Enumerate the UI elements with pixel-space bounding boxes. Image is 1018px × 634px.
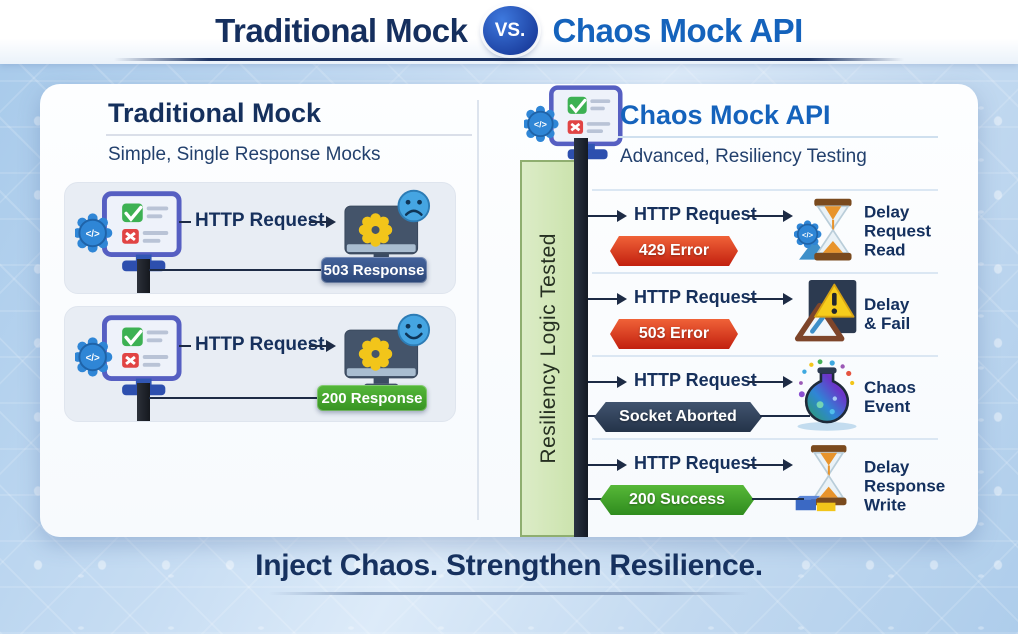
badge-line xyxy=(752,498,804,500)
arrowhead-icon xyxy=(617,459,627,471)
left-panel-title: Traditional Mock xyxy=(108,98,322,128)
http-request-label: HTTP Request xyxy=(195,210,325,231)
http-request-label: HTTP Request xyxy=(634,287,757,307)
outcome-label: Chaos Event xyxy=(864,377,916,416)
request-line xyxy=(179,345,191,347)
header-underline xyxy=(114,58,904,61)
request-line xyxy=(588,381,618,383)
arrowhead-icon xyxy=(326,340,336,352)
badge-429-error: 429 Error xyxy=(610,236,738,266)
response-line xyxy=(149,269,321,271)
svg-text:</>: </> xyxy=(86,229,100,240)
panel-divider xyxy=(477,100,479,520)
chaos-row-503: HTTP Request Delay & Fail 503 Error xyxy=(588,274,945,354)
request-line xyxy=(748,298,784,300)
chaos-row-429: HTTP Request </> Delay Request Read 429 … xyxy=(588,191,945,271)
arrowhead-icon xyxy=(617,210,627,222)
badge-socket-aborted: Socket Aborted xyxy=(594,402,762,432)
left-panel-underline xyxy=(106,134,472,136)
chaos-flask-icon xyxy=(797,359,857,431)
monitor-pole xyxy=(137,259,150,293)
left-panel-subtitle: Simple, Single Response Mocks xyxy=(108,144,381,165)
right-panel-underline xyxy=(618,136,938,138)
badge-line xyxy=(760,415,810,417)
arrowhead-icon xyxy=(617,376,627,388)
row-separator xyxy=(592,355,938,357)
request-line xyxy=(309,345,327,347)
resiliency-bar: Resiliency Logic Tested xyxy=(520,160,577,537)
outcome-label: Delay Response Write xyxy=(864,457,946,515)
request-line xyxy=(179,221,191,223)
badge-503-error: 503 Error xyxy=(610,319,738,349)
chaos-row-socket-aborted: HTTP Request Chaos Even xyxy=(588,357,945,437)
response-badge-200: 200 Response xyxy=(317,385,427,411)
chaos-row-200-success: HTTP Request Delay Response Write 200 Su… xyxy=(588,440,945,532)
outcome-label: Delay & Fail xyxy=(864,294,911,333)
traditional-mock-row-503: </> HTTP Request 503 Response xyxy=(64,182,456,294)
header-title-left: Traditional Mock xyxy=(215,11,468,49)
header-title-right: Chaos Mock API xyxy=(552,11,804,49)
http-request-label: HTTP Request xyxy=(195,334,325,355)
request-line xyxy=(309,221,327,223)
mock-api-monitor-icon: </> xyxy=(75,191,182,272)
svg-text:</>: </> xyxy=(802,231,814,240)
arrowhead-icon xyxy=(783,293,793,305)
request-line xyxy=(748,215,784,217)
http-request-label: HTTP Request xyxy=(634,204,757,224)
request-line xyxy=(748,381,784,383)
response-badge-503: 503 Response xyxy=(321,257,427,283)
footer-tagline: Inject Chaos. Strengthen Resilience. xyxy=(255,549,763,582)
chaos-mock-monitor-icon: </> xyxy=(524,85,623,160)
request-line xyxy=(748,464,784,466)
footer-underline xyxy=(269,592,749,595)
request-line xyxy=(588,464,618,466)
arrowhead-icon xyxy=(783,459,793,471)
arrowhead-icon xyxy=(617,293,627,305)
resiliency-bar-label: Resiliency Logic Tested xyxy=(536,233,560,464)
header-banner: Traditional Mock VS. Chaos Mock API xyxy=(0,0,1018,64)
svg-text:</>: </> xyxy=(534,120,547,130)
http-request-label: HTTP Request xyxy=(634,370,757,390)
badge-200-success: 200 Success xyxy=(600,485,754,515)
vs-badge: VS. xyxy=(482,6,538,55)
arrowhead-icon xyxy=(326,216,336,228)
hourglass-blocks-icon xyxy=(795,445,847,512)
response-line xyxy=(149,397,317,399)
chaos-lane-pole xyxy=(574,138,588,537)
row-separator xyxy=(592,438,938,440)
badge-line xyxy=(588,498,602,500)
row-separator xyxy=(592,272,938,274)
arrowhead-icon xyxy=(783,376,793,388)
request-line xyxy=(588,215,618,217)
right-panel-subtitle: Advanced, Resiliency Testing xyxy=(620,146,867,167)
traditional-mock-row-200: </> HTTP Request 200 Response xyxy=(64,306,456,422)
warning-triangle-icon xyxy=(794,280,857,342)
row-separator xyxy=(592,189,938,191)
outcome-label: Delay Request Read xyxy=(864,202,932,260)
monitor-pole xyxy=(137,383,150,421)
svg-text:</>: </> xyxy=(86,353,100,364)
arrowhead-icon xyxy=(783,210,793,222)
header-title: Traditional Mock VS. Chaos Mock API xyxy=(0,6,1018,55)
mock-api-monitor-icon: </> xyxy=(75,315,182,396)
http-request-label: HTTP Request xyxy=(634,453,757,473)
hourglass-gear-icon: </> xyxy=(794,198,852,261)
request-line xyxy=(588,298,618,300)
badge-line xyxy=(588,415,596,417)
right-panel-title: Chaos Mock API xyxy=(620,100,831,130)
server-monitor-happy-icon xyxy=(344,313,431,390)
